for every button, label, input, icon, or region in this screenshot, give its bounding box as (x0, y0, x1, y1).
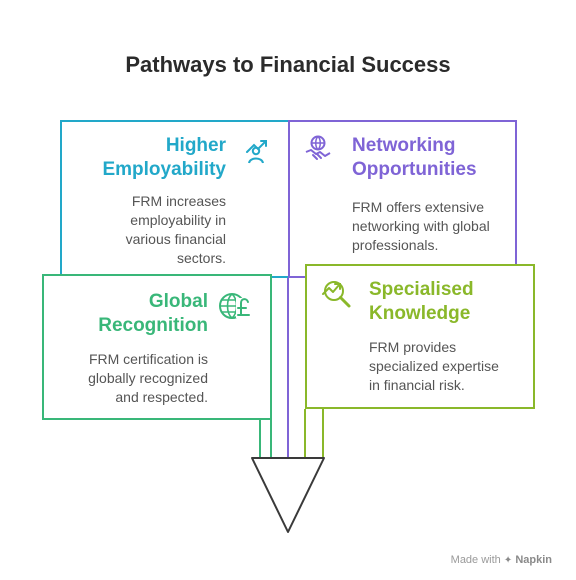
card-body: FRM provides (369, 339, 457, 355)
card-heading: Opportunities (352, 159, 477, 180)
handshake-globe-icon (305, 135, 331, 160)
card-body: in financial risk. (369, 377, 465, 393)
magnify-chart-icon (322, 281, 351, 308)
card-body: employability in (130, 212, 226, 228)
card-body: networking with global (352, 218, 490, 234)
card-heading: Knowledge (369, 303, 471, 324)
card-heading: Networking (352, 135, 456, 156)
card-heading: Recognition (98, 315, 208, 336)
card-heading: Employability (102, 159, 226, 180)
footer-credit: Made with ✦ Napkin (451, 554, 552, 566)
funnel-icon (251, 457, 325, 533)
card-higher-employability: Higher Employability FRM increases emplo… (60, 120, 290, 278)
footer-prefix: Made with (450, 554, 501, 566)
card-body: FRM offers extensive (352, 199, 485, 215)
card-body: FRM certification is (88, 351, 208, 367)
card-specialised-knowledge: Specialised Knowledge FRM provides speci… (305, 264, 535, 409)
card-body: FRM increases (131, 193, 226, 209)
card-body: professionals. (352, 237, 439, 253)
page-title: Pathways to Financial Success (125, 52, 451, 77)
card-body: various financial (125, 231, 226, 247)
card-heading: Higher (165, 135, 226, 156)
napkin-logo-icon: ✦ (503, 555, 513, 566)
growth-person-icon (246, 140, 267, 164)
card-heading: Global (148, 291, 208, 312)
card-body: specialized expertise (369, 358, 499, 374)
card-body: globally recognized (88, 370, 208, 386)
card-body: and respected. (115, 389, 208, 405)
globe-currency-icon (219, 293, 251, 319)
card-global-recognition: Global Recognition FRM certification is … (42, 274, 272, 420)
footer-brand: Napkin (515, 554, 552, 566)
card-body: sectors. (176, 250, 226, 266)
card-networking-opportunities: Networking Opportunities FRM offers exte… (288, 120, 517, 278)
card-heading: Specialised (369, 279, 474, 300)
